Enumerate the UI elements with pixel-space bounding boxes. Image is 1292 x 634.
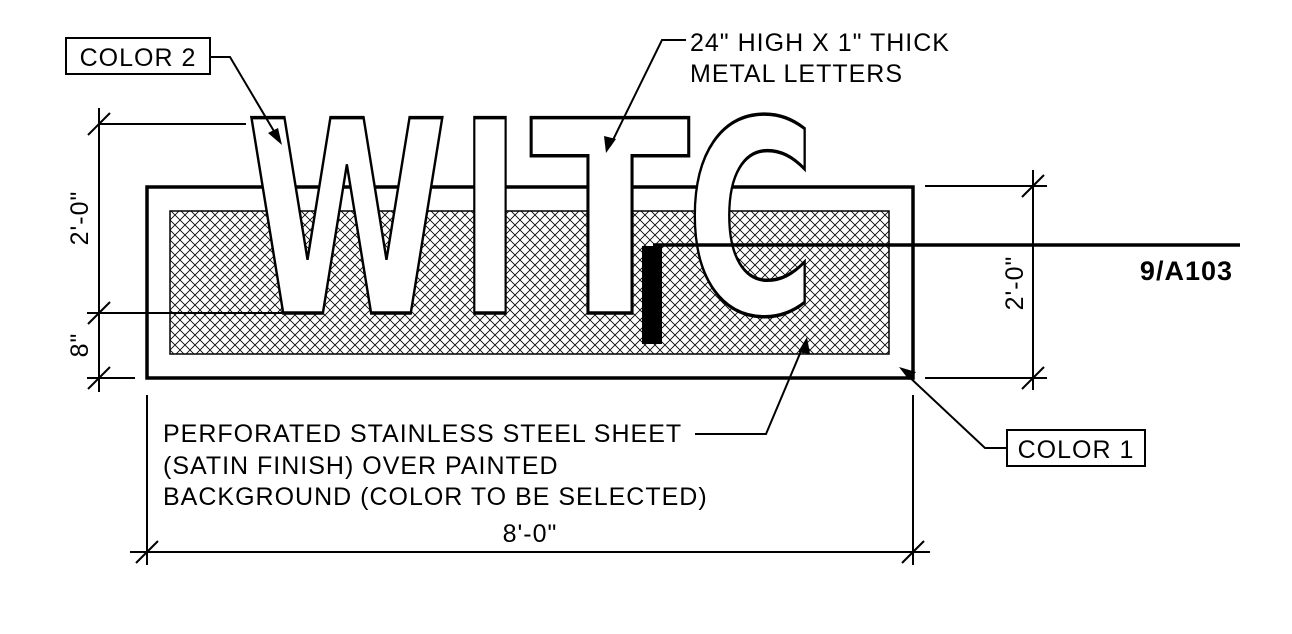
dim-tick <box>87 112 111 136</box>
dim-tick <box>87 301 111 325</box>
perforated-line2: (SATIN FINISH) OVER PAINTED <box>163 452 559 480</box>
dim-tick <box>135 540 159 564</box>
perforated-sheet <box>169 210 890 355</box>
letter-w: W <box>246 65 448 377</box>
leader-arrowhead <box>798 337 810 354</box>
letter-t: T <box>530 65 691 377</box>
letter-c: C <box>686 65 816 377</box>
sign-panel-outline <box>145 185 915 380</box>
section-reference: 9/A103 <box>1140 256 1233 286</box>
color-2-label: COLOR 2 <box>80 44 197 72</box>
letters-note-line1: 24" HIGH X 1" THICK <box>690 29 950 57</box>
letter-i: I <box>459 65 521 377</box>
perforated-leader <box>695 343 805 435</box>
perforated-line1: PERFORATED STAINLESS STEEL SHEET <box>163 420 682 448</box>
dim-base-offset: 8" <box>66 333 94 358</box>
letters-note-line2: METAL LETTERS <box>690 60 903 88</box>
dim-tick <box>1021 366 1045 390</box>
leader-arrowhead <box>899 367 916 380</box>
dim-overall-width: 8'-0" <box>503 520 558 548</box>
color-1-label: COLOR 1 <box>1018 436 1135 464</box>
dim-letter-height: 2'-0" <box>66 191 94 246</box>
dim-tick <box>1021 174 1045 198</box>
letters-note-leader <box>609 39 686 147</box>
color-1-leader <box>904 372 1007 449</box>
leader-arrowhead <box>604 136 616 153</box>
color-2-leader <box>210 56 279 139</box>
perforated-line3: BACKGROUND (COLOR TO BE SELECTED) <box>163 483 708 511</box>
dim-tick <box>87 366 111 390</box>
dim-panel-height: 2'-0" <box>1001 256 1029 311</box>
leader-arrowhead <box>268 128 282 145</box>
section-cut-marker <box>642 246 662 344</box>
dim-tick <box>901 540 925 564</box>
